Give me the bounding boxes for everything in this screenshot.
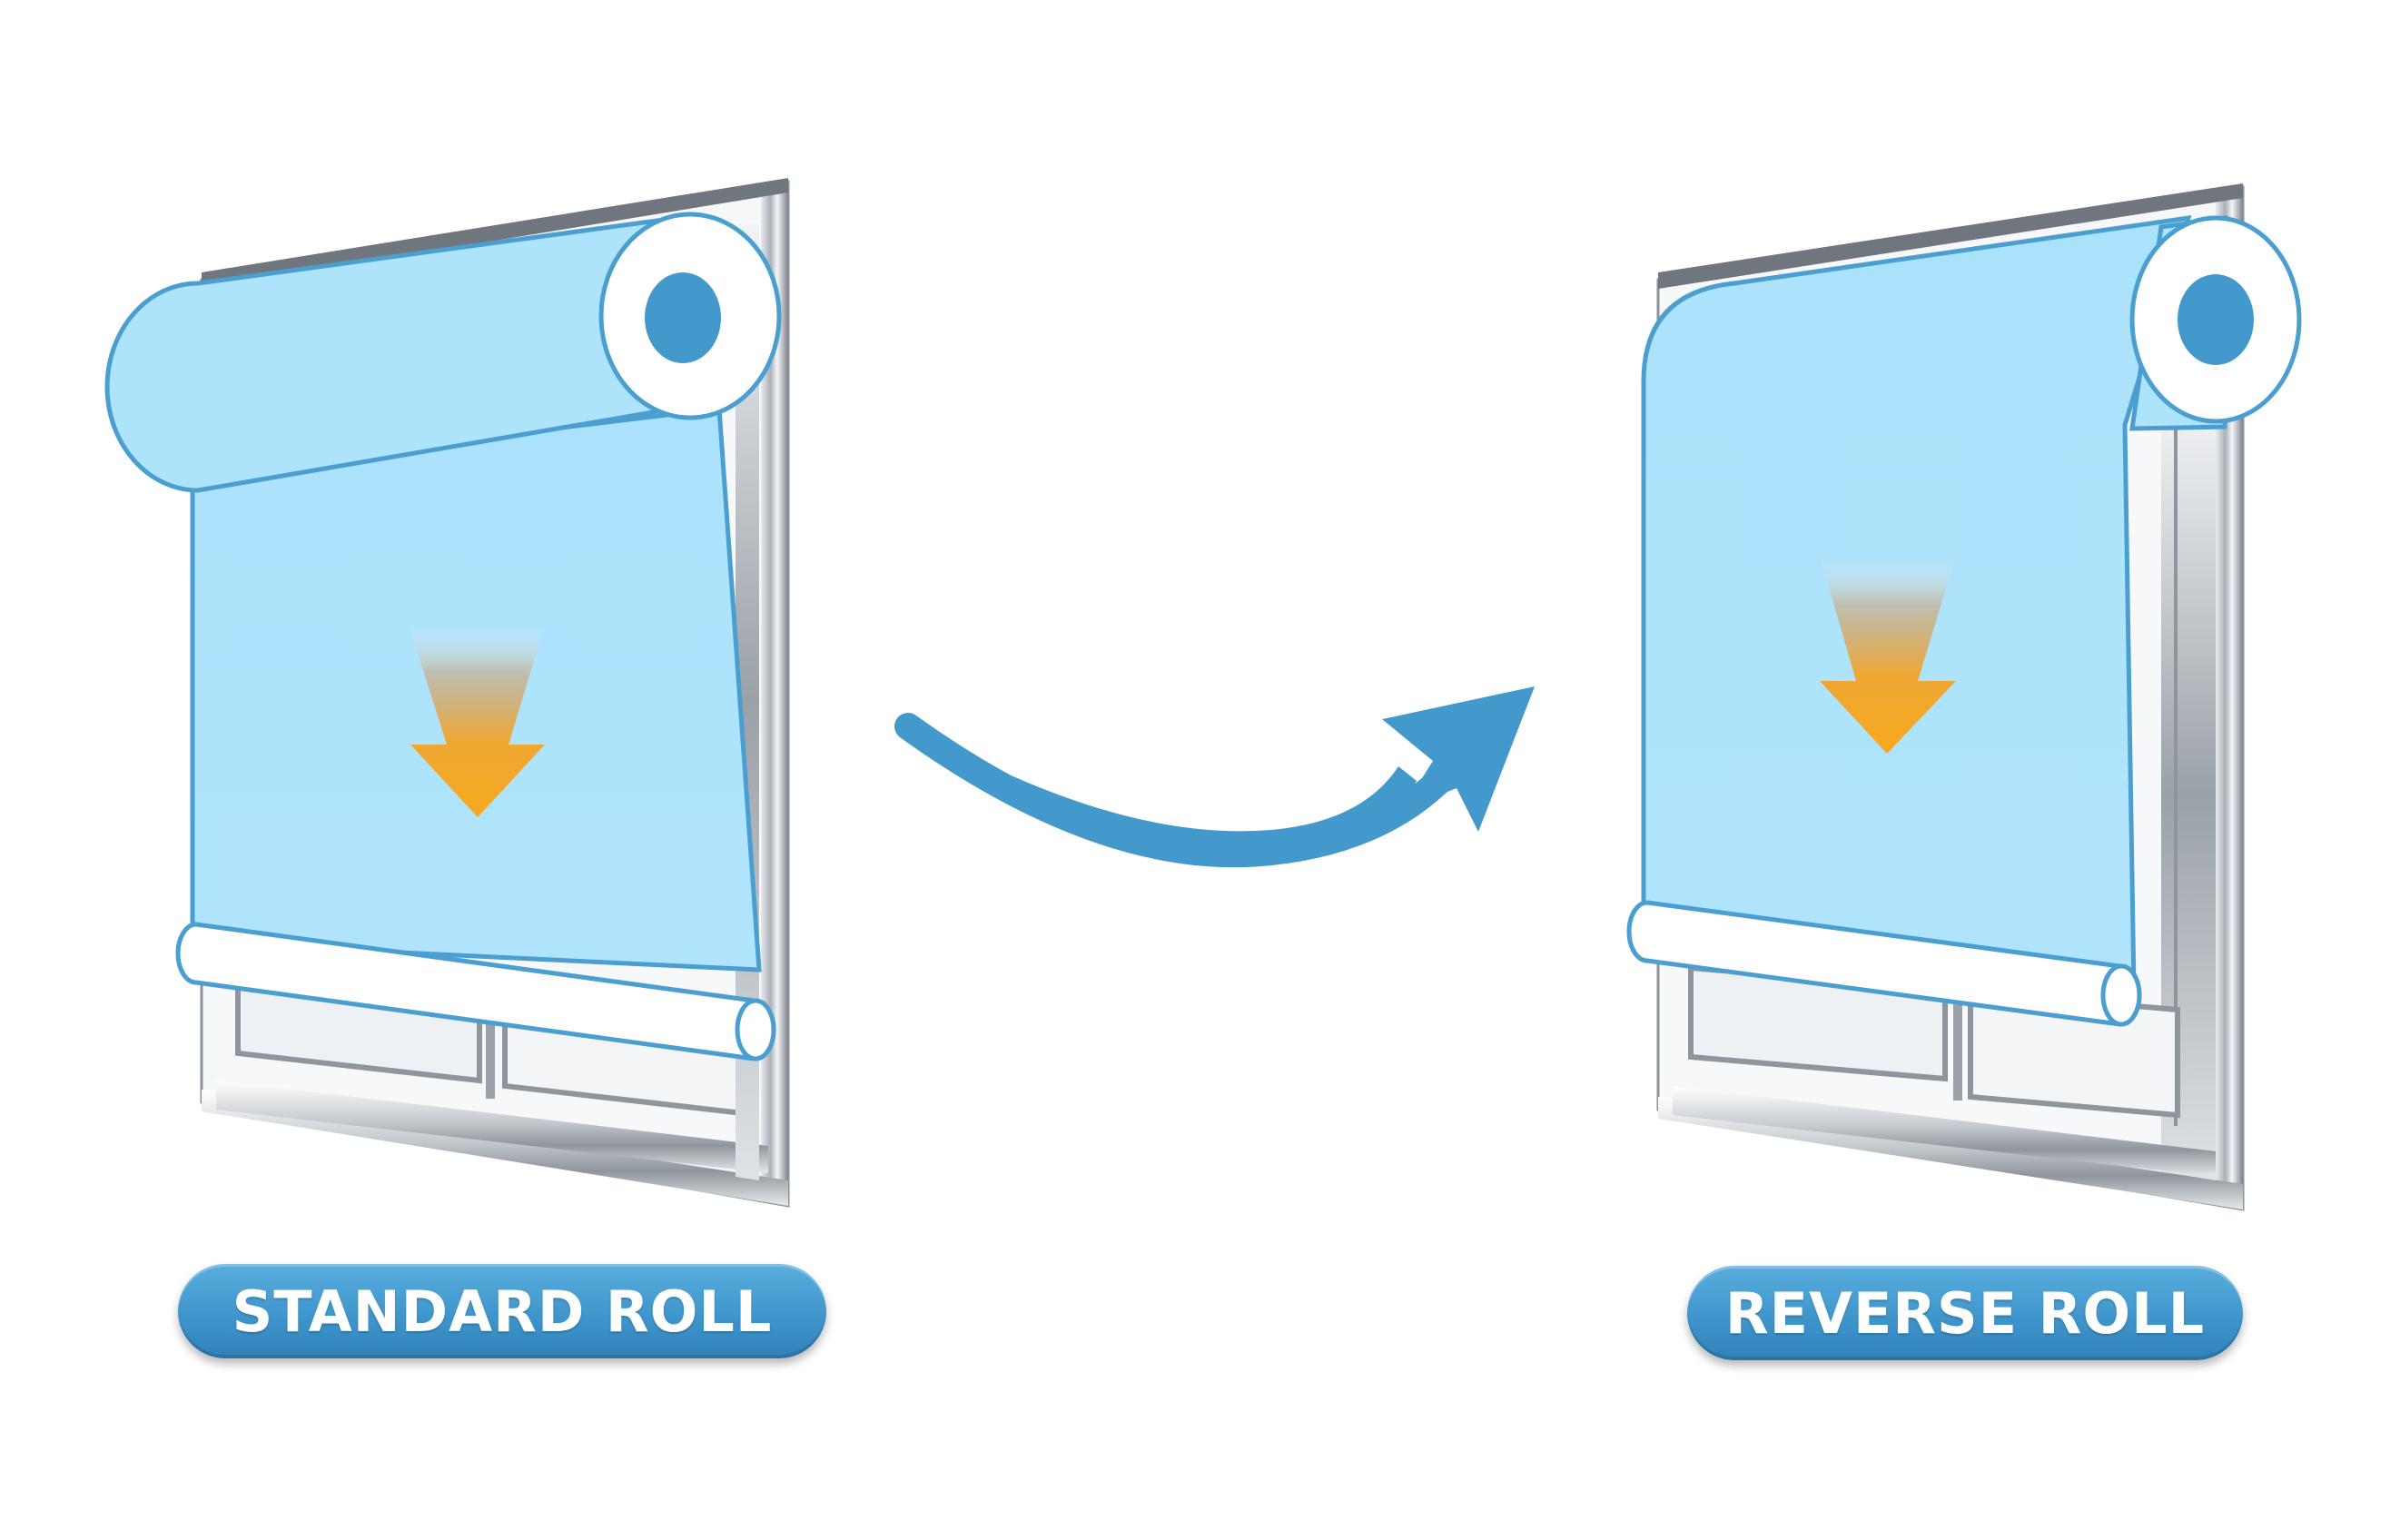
standard-roll-window bbox=[104, 178, 790, 1208]
standard-roll-label: STANDARD ROLL bbox=[178, 1264, 826, 1358]
roller-hub bbox=[2178, 274, 2254, 365]
window-frame-side bbox=[2216, 187, 2243, 1209]
roller-tube bbox=[2129, 215, 2302, 431]
down-arrow-icon bbox=[409, 625, 545, 817]
reverse-roll-window bbox=[1626, 183, 2302, 1211]
reverse-roll-label: REVERSE ROLL bbox=[1687, 1266, 2243, 1360]
window-frame-side bbox=[761, 182, 788, 1206]
down-arrow-icon bbox=[1820, 556, 1956, 754]
bottom-rail bbox=[175, 922, 776, 1061]
window-sill bbox=[1673, 1086, 2216, 1177]
curved-arrow-icon bbox=[894, 686, 1535, 868]
window-frame-top bbox=[1658, 183, 2243, 289]
reverse-roll-label-text: REVERSE ROLL bbox=[1724, 1279, 2206, 1347]
bottom-rail bbox=[1626, 900, 2142, 1027]
roller-tube bbox=[104, 212, 782, 493]
roller-hub bbox=[645, 272, 721, 363]
standard-roll-label-text: STANDARD ROLL bbox=[232, 1278, 773, 1345]
window-sill bbox=[216, 1081, 768, 1173]
